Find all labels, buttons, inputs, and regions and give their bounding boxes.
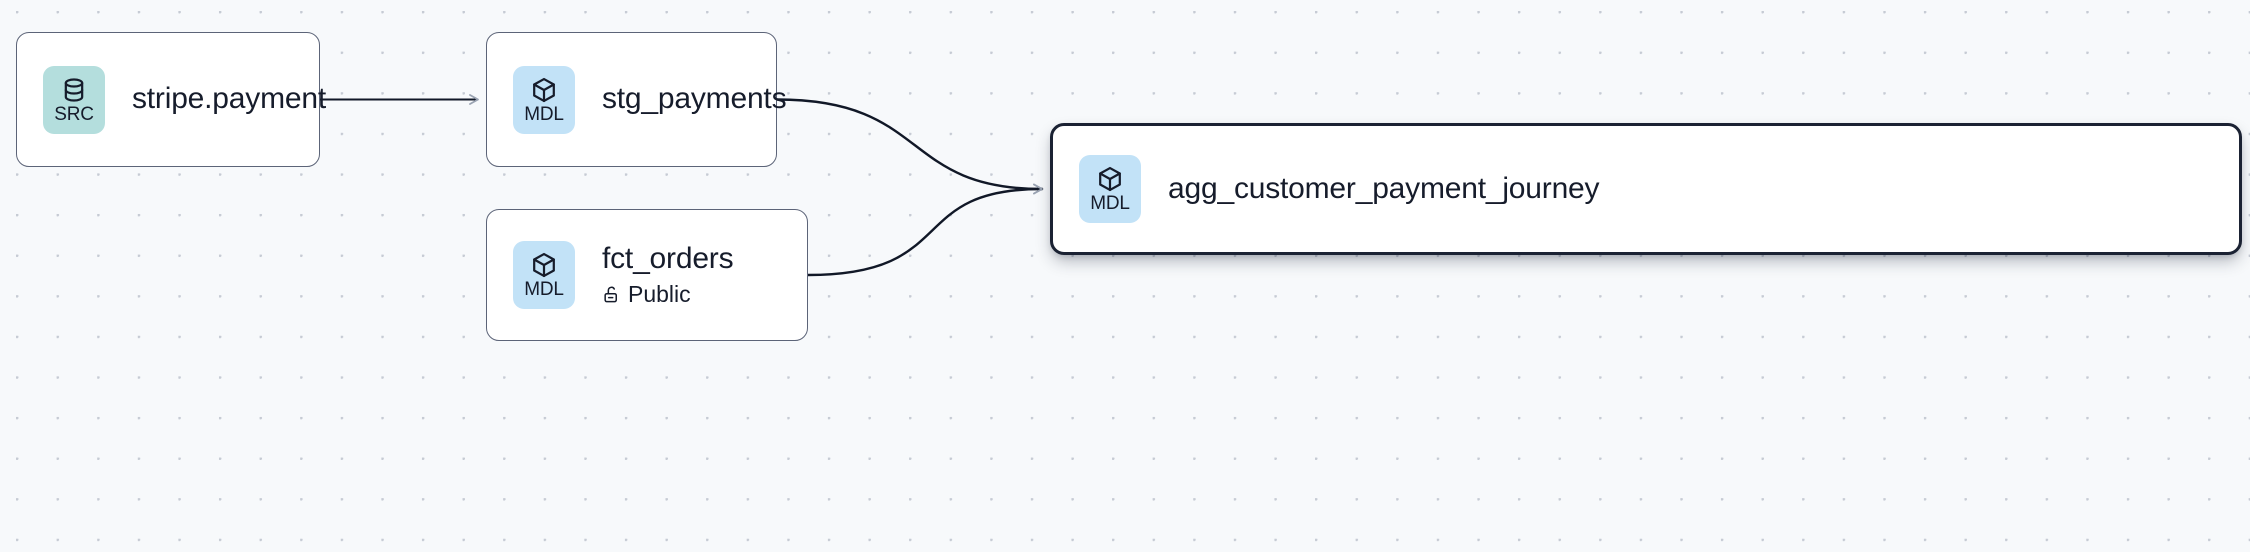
badge-src-label: SRC [54,103,94,125]
node-stripe-payment[interactable]: SRC stripe.payment [16,32,326,167]
badge-mdl: MDL [513,65,575,134]
badge-src: SRC [43,65,105,134]
cube-icon [530,251,558,279]
node-title: agg_customer_payment_journey [1168,171,1600,205]
badge-mdl-label: MDL [524,103,564,125]
node-fct-orders[interactable]: MDL fct_orders Public [486,209,808,341]
node-body: stripe.payment [132,82,326,117]
node-title: fct_orders [602,242,734,276]
edge-fct-orders-to-agg [806,183,1044,277]
node-body: agg_customer_payment_journey [1168,171,1600,207]
node-visibility-label: Public [628,281,691,308]
node-visibility: Public [602,281,733,307]
edge-stg-payments-to-agg [775,98,1044,195]
database-icon [60,76,88,104]
unlock-icon [602,285,621,304]
badge-mdl: MDL [513,241,575,309]
badge-mdl: MDL [1079,155,1141,223]
cube-icon [530,76,558,104]
node-body: stg_payments [602,82,787,117]
node-stg-payments[interactable]: MDL stg_payments [486,32,787,167]
node-body: fct_orders Public [602,242,734,307]
node-title: stripe.payment [132,82,326,116]
node-title: stg_payments [602,82,787,116]
node-agg-customer-payment-journey[interactable]: MDL agg_customer_payment_journey [1050,123,2242,255]
cube-icon [1096,165,1124,193]
badge-mdl-label: MDL [1090,193,1130,214]
badge-mdl-label: MDL [524,279,564,300]
